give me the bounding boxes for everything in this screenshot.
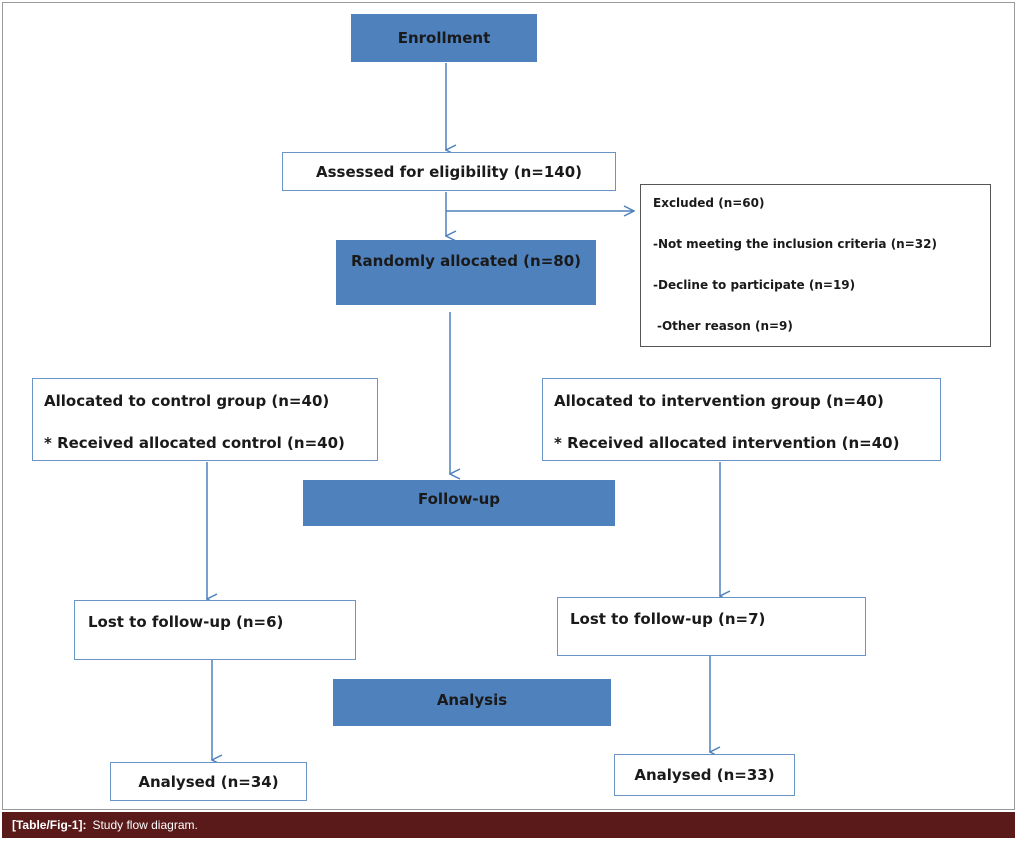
follow-up-label: Follow-up [417, 490, 501, 508]
intervention-lost-box: Lost to follow-up (n=7) [557, 597, 866, 656]
intervention-received-label: * Received allocated intervention (n=40) [554, 434, 900, 452]
excluded-item: -Not meeting the inclusion criteria (n=3… [653, 237, 937, 251]
excluded-title: Excluded (n=60) [653, 196, 765, 210]
control-lost-box: Lost to follow-up (n=6) [74, 600, 356, 660]
enrollment-header: Enrollment [351, 14, 537, 62]
intervention-lost-label: Lost to follow-up (n=7) [570, 610, 766, 628]
analysis-label: Analysis [436, 691, 508, 709]
figure-caption: [Table/Fig-1]: Study flow diagram. [2, 812, 1015, 838]
caption-text: Study flow diagram. [92, 818, 198, 832]
intervention-allocated-box: Allocated to intervention group (n=40) *… [542, 378, 941, 461]
intervention-analysed-box: Analysed (n=33) [614, 754, 795, 796]
assessed-label: Assessed for eligibility (n=140) [315, 162, 582, 181]
intervention-allocated-label: Allocated to intervention group (n=40) [554, 392, 884, 410]
caption-label: [Table/Fig-1]: [12, 818, 87, 832]
figure-frame [2, 2, 1015, 810]
control-received-label: * Received allocated control (n=40) [44, 434, 345, 452]
assessed-box: Assessed for eligibility (n=140) [282, 152, 616, 191]
excluded-item: -Decline to participate (n=19) [653, 278, 856, 292]
control-analysed-label: Analysed (n=34) [138, 772, 279, 791]
randomly-allocated-header: Randomly allocated (n=80) [336, 240, 596, 305]
enrollment-label: Enrollment [397, 29, 491, 47]
control-allocated-label: Allocated to control group (n=40) [44, 392, 330, 410]
randomly-allocated-label: Randomly allocated (n=80) [350, 252, 582, 270]
analysis-header: Analysis [333, 679, 611, 726]
follow-up-header: Follow-up [303, 480, 615, 526]
control-allocated-box: Allocated to control group (n=40) * Rece… [32, 378, 378, 461]
control-lost-label: Lost to follow-up (n=6) [88, 613, 284, 631]
excluded-box: Excluded (n=60) -Not meeting the inclusi… [640, 184, 991, 347]
excluded-item: -Other reason (n=9) [657, 319, 793, 333]
control-analysed-box: Analysed (n=34) [110, 762, 307, 801]
intervention-analysed-label: Analysed (n=33) [634, 766, 775, 784]
